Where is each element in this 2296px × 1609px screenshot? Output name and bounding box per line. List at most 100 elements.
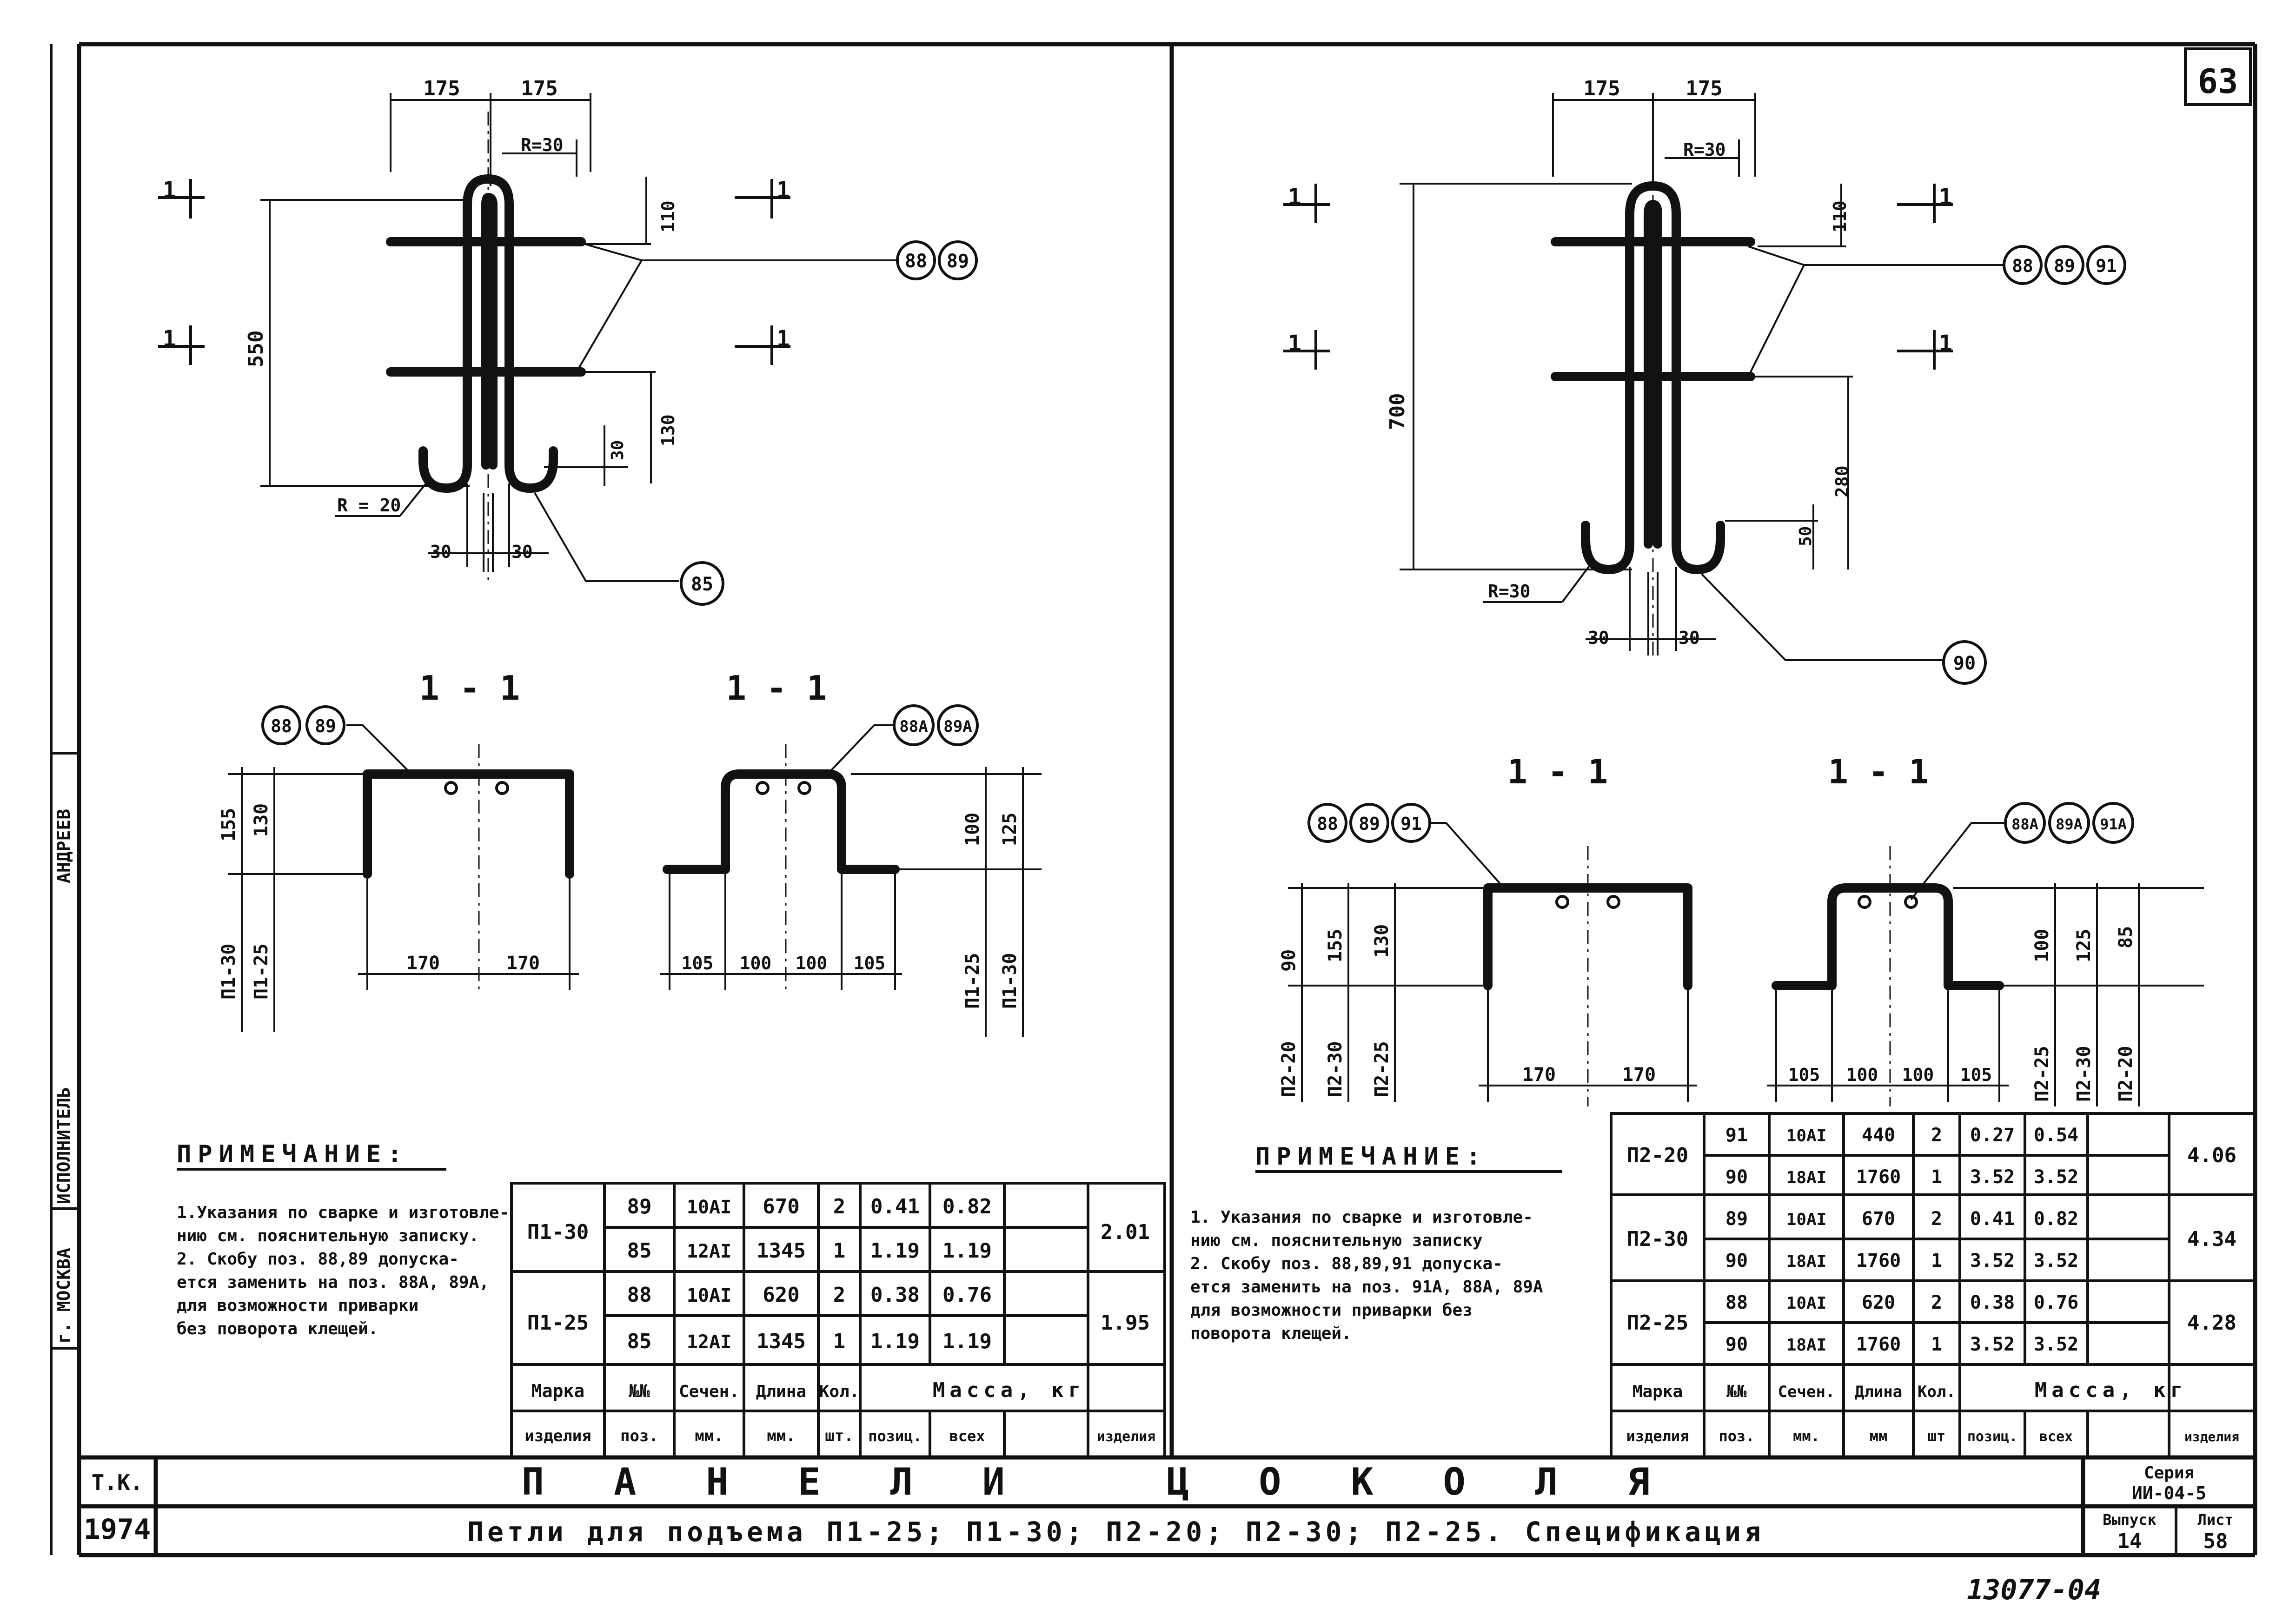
svg-text:2: 2 <box>833 1283 846 1307</box>
svg-text:90: 90 <box>1725 1166 1748 1188</box>
section-mark-right-2: 1 <box>1283 330 1330 370</box>
svg-text:1.19: 1.19 <box>870 1330 920 1353</box>
svg-text:130: 130 <box>1371 924 1393 958</box>
svg-text:3.52: 3.52 <box>1970 1250 2015 1271</box>
sheet-number: 63 <box>2198 62 2238 101</box>
svg-text:91: 91 <box>1725 1125 1748 1146</box>
section-mark-right-4: 1 <box>1897 330 1953 370</box>
sheet-number-box: 63 <box>2184 47 2252 106</box>
svg-text:110: 110 <box>1830 200 1850 232</box>
svg-text:поворота клещей.: поворота клещей. <box>1190 1324 1352 1343</box>
sheet-frame <box>50 42 2257 1557</box>
svg-text:88: 88 <box>271 716 292 736</box>
svg-text:ется заменить на поз. 91А, 88А: ется заменить на поз. 91А, 88А, 89А <box>1190 1278 1543 1297</box>
svg-text:изделия: изделия <box>524 1427 591 1445</box>
svg-text:П2-30: П2-30 <box>1627 1227 1688 1251</box>
svg-text:2.01: 2.01 <box>1101 1220 1150 1244</box>
svg-text:50: 50 <box>1796 526 1815 546</box>
svg-text:всех: всех <box>2039 1429 2073 1445</box>
svg-text:0.82: 0.82 <box>2034 1208 2078 1230</box>
svg-text:620: 620 <box>763 1283 799 1307</box>
svg-text:155: 155 <box>1325 929 1346 962</box>
svg-text:1: 1 <box>1288 184 1301 210</box>
sheet-value: 58 <box>2203 1530 2228 1553</box>
svg-text:4.06: 4.06 <box>2187 1144 2236 1167</box>
svg-text:1.19: 1.19 <box>942 1330 992 1353</box>
svg-text:шт: шт <box>1928 1427 1946 1445</box>
svg-text:10АI: 10АI <box>1786 1294 1827 1313</box>
title-year: 1974 <box>84 1513 151 1546</box>
svg-text:4.34: 4.34 <box>2187 1227 2236 1251</box>
svg-text:700: 700 <box>1386 393 1409 430</box>
series-label: Серия <box>2144 1463 2194 1483</box>
title-main: ПАНЕЛИ ЦОКОЛЯ <box>522 1460 1719 1503</box>
stamp-number: 13077-04 <box>1967 1574 2101 1606</box>
dim-top-1: 175 <box>423 77 460 100</box>
issue-value: 14 <box>2117 1530 2142 1553</box>
svg-text:90: 90 <box>1953 653 1976 674</box>
margin-executor-label: ИСПОЛНИТЕЛЬ <box>53 1087 74 1204</box>
svg-text:ется заменить на поз. 88А, 89А: ется заменить на поз. 88А, 89А, <box>177 1273 489 1292</box>
svg-text:1: 1 <box>1288 331 1301 357</box>
svg-text:89: 89 <box>1725 1208 1748 1230</box>
svg-text:89А: 89А <box>943 717 972 736</box>
left-section-title-b: 1 - 1 <box>726 669 827 708</box>
svg-text:91: 91 <box>2096 256 2117 276</box>
svg-text:170: 170 <box>1522 1064 1556 1086</box>
section-mark-right-3: 1 <box>1897 184 1953 223</box>
svg-text:Сечен.: Сечен. <box>1778 1383 1835 1401</box>
svg-text:П2-20: П2-20 <box>2115 1046 2137 1102</box>
svg-text:89: 89 <box>1359 814 1380 834</box>
svg-text:1: 1 <box>1939 184 1952 210</box>
right-loop-elevation: 175 175 R=30 700 110 280 50 R=30 <box>1283 77 2126 685</box>
title-subtitle: Петли для подъема П1-25; П1-30; П2-20; П… <box>467 1516 1765 1548</box>
svg-text:4.28: 4.28 <box>2187 1311 2236 1335</box>
svg-text:ПРИМЕЧАНИЕ:: ПРИМЕЧАНИЕ: <box>1255 1143 1487 1171</box>
svg-text:мм.: мм. <box>695 1427 723 1445</box>
svg-text:670: 670 <box>1862 1208 1895 1230</box>
svg-text:П2-20: П2-20 <box>1278 1041 1300 1097</box>
svg-text:Кол.: Кол. <box>819 1382 860 1401</box>
svg-text:1760: 1760 <box>1856 1166 1901 1188</box>
title-block: Т.К. 1974 ПАНЕЛИ ЦОКОЛЯ Петли для подъем… <box>84 1460 2234 1553</box>
spec-table-left: П1-30 П1-25 89 85 88 85 10АI 12АI 10АI 1… <box>510 1182 1166 1459</box>
spec-table-right: П2-20 П2-30 П2-25 91 90 89 90 88 90 10АI… <box>1610 1112 2256 1459</box>
svg-text:125: 125 <box>999 813 1021 846</box>
svg-text:1: 1 <box>833 1330 846 1353</box>
svg-text:88: 88 <box>2012 256 2033 276</box>
margin-city: г. МОСКВА <box>53 1248 74 1344</box>
svg-text:440: 440 <box>1862 1125 1895 1146</box>
svg-text:П2-25: П2-25 <box>1371 1041 1393 1097</box>
svg-text:91: 91 <box>1400 814 1422 834</box>
svg-text:1: 1 <box>1939 331 1952 357</box>
svg-text:R=30: R=30 <box>1488 581 1531 602</box>
right-sections: 1 - 1 1 - 1 90 155 130 П2-20 П2-30 П2-25… <box>1278 752 2204 1106</box>
svg-text:0.54: 0.54 <box>2034 1125 2078 1146</box>
svg-text:90: 90 <box>1725 1334 1748 1355</box>
svg-text:П1-25: П1-25 <box>251 944 272 1000</box>
svg-text:85: 85 <box>627 1239 652 1263</box>
svg-text:П2-30: П2-30 <box>1325 1041 1346 1097</box>
svg-text:3.52: 3.52 <box>2034 1166 2078 1188</box>
svg-text:поз.: поз. <box>1719 1427 1754 1445</box>
margin-surname: АНДРЕЕВ <box>53 809 74 883</box>
svg-text:всех: всех <box>949 1427 985 1445</box>
svg-text:155: 155 <box>218 808 239 841</box>
svg-text:100: 100 <box>1902 1065 1934 1085</box>
radius-top-label: R=30 <box>521 135 564 155</box>
svg-text:позиц.: позиц. <box>868 1427 922 1445</box>
svg-text:П1-30: П1-30 <box>999 953 1021 1009</box>
svg-text:1: 1 <box>833 1239 846 1263</box>
svg-text:П2-25: П2-25 <box>1627 1311 1688 1335</box>
svg-text:0.76: 0.76 <box>942 1283 992 1307</box>
svg-text:изделия: изделия <box>1097 1429 1155 1445</box>
svg-text:1.19: 1.19 <box>870 1239 920 1263</box>
svg-text:0.76: 0.76 <box>2034 1292 2078 1313</box>
svg-text:88: 88 <box>627 1283 652 1307</box>
dim-550: 550 <box>244 331 268 367</box>
svg-text:П1-25: П1-25 <box>962 953 983 1009</box>
svg-text:3.52: 3.52 <box>1970 1334 2015 1355</box>
svg-text:нию см. пояснительную записку: нию см. пояснительную записку <box>1190 1231 1483 1250</box>
svg-text:100: 100 <box>1846 1065 1878 1085</box>
callout-88: 88 <box>905 251 927 272</box>
